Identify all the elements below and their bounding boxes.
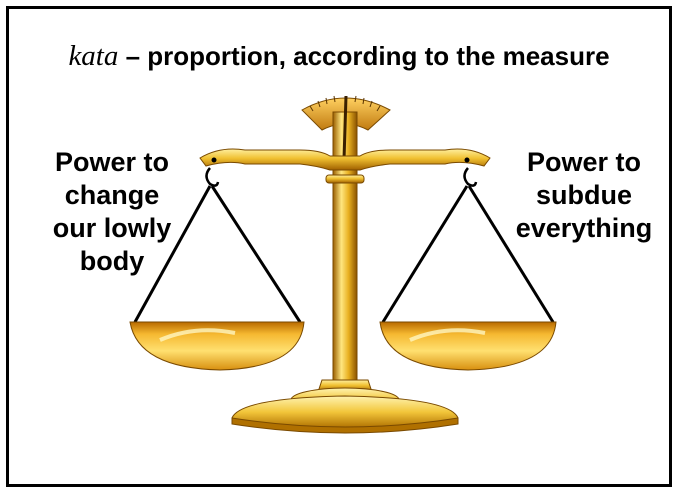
left-label-line: our lowly: [22, 212, 202, 245]
dial-needle: [344, 96, 346, 160]
right-label-line: everything: [498, 212, 670, 245]
right-label-line: subdue: [498, 179, 670, 212]
left-label-line: change: [22, 179, 202, 212]
left-pan-label: Power to change our lowly body: [22, 146, 202, 278]
scale-base: [232, 380, 458, 433]
right-pan-label: Power to subdue everything: [498, 146, 670, 245]
right-label-line: Power to: [498, 146, 670, 179]
left-pan: [130, 322, 304, 370]
right-pan: [380, 322, 556, 370]
left-label-line: Power to: [22, 146, 202, 179]
left-label-line: body: [22, 245, 202, 278]
